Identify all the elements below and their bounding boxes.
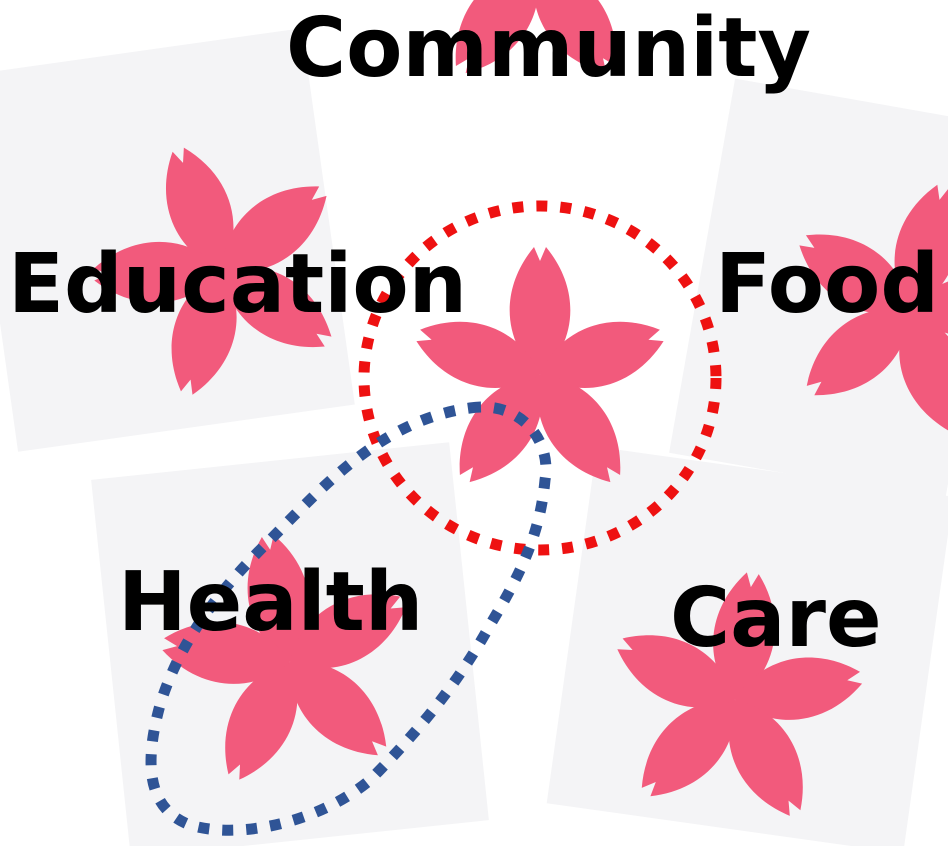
label-community: Community: [286, 1, 811, 96]
red-dotted-ring: [358, 200, 722, 556]
label-care: Care: [670, 571, 882, 666]
blue-dotted-loop: [145, 401, 552, 836]
label-food: Food: [715, 237, 940, 332]
label-education: Education: [8, 237, 468, 332]
label-health: Health: [118, 555, 424, 650]
